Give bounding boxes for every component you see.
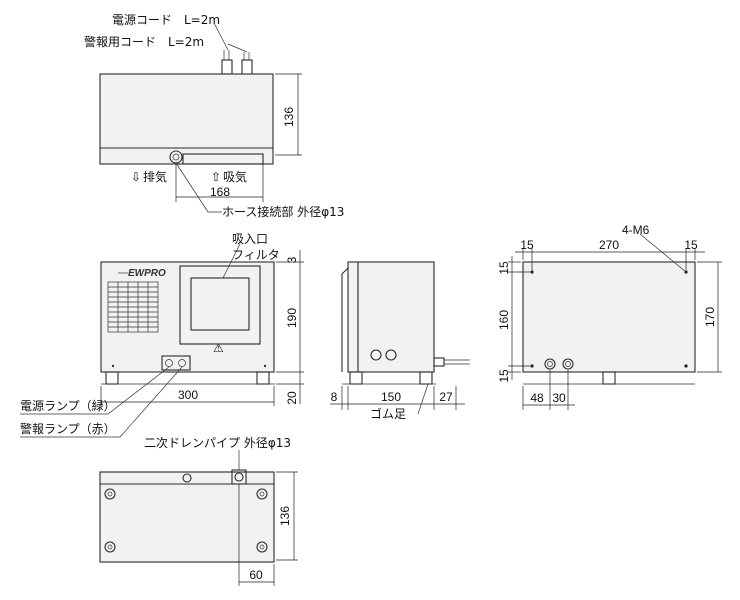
front-height-dim: 190 — [285, 308, 299, 328]
side-right-dim: 27 — [439, 390, 453, 404]
alarm-cord-label: 警報用コード L=2m — [84, 34, 204, 49]
drain-pipe-label: 二次ドレンパイプ 外径φ13 — [144, 436, 291, 450]
mount-holes-leader — [639, 233, 687, 273]
bottom-foot-tl — [104, 488, 116, 500]
exhaust-arrow-icon: ⇩ — [131, 170, 141, 184]
bottom-drain-dim: 60 — [249, 568, 263, 582]
rear-port-x1-dim: 48 — [530, 391, 544, 405]
filter-leader — [222, 243, 241, 279]
rear-margin-top-dim: 15 — [497, 261, 511, 275]
top-view: 電源コード L=2m 警報用コード L=2m 136 168 ⇩ 排気 ⇧ 吸気… — [84, 13, 344, 219]
exhaust-label: 排気 — [143, 169, 167, 184]
alarm-cord-line — [243, 52, 250, 60]
warning-triangle-icon: ⚠ — [213, 341, 224, 355]
alarm-cord-gland — [241, 59, 253, 75]
mount-hole-br — [684, 364, 688, 368]
side-view: 8 150 27 ゴム足 — [330, 261, 470, 421]
rear-height-dim: 170 — [703, 307, 717, 327]
power-lamp — [165, 359, 173, 367]
front-width-dim: 300 — [178, 388, 198, 402]
alarm-lamp-leader — [20, 366, 183, 438]
power-cord-gland — [221, 59, 233, 75]
power-cord-leader — [213, 22, 229, 51]
rear-margin-bottom-dim: 15 — [497, 369, 511, 383]
top-intake-dim: 168 — [210, 185, 230, 199]
alarm-cord-leader — [227, 43, 248, 53]
side-left-dim: 8 — [331, 390, 338, 404]
power-cord-label: 電源コード L=2m — [112, 13, 220, 27]
alarm-lamp — [178, 359, 186, 367]
rear-hole-pitch-x-dim: 270 — [599, 238, 619, 252]
top-body-outline — [99, 73, 274, 165]
bottom-foot-br — [256, 541, 268, 553]
rear-port-1 — [544, 358, 556, 370]
side-foot-left — [349, 371, 363, 385]
top-height-dim: 136 — [282, 107, 296, 127]
bottom-body-outline — [99, 471, 275, 563]
front-top-dim: 3 — [285, 256, 299, 263]
bottom-foot-bl — [104, 541, 116, 553]
side-port-2 — [385, 349, 397, 361]
side-hose-fitting — [433, 357, 445, 367]
power-cord-line — [223, 50, 230, 60]
louver-grille — [107, 281, 159, 333]
front-foot-right — [256, 371, 270, 385]
rear-port-2 — [562, 358, 574, 370]
side-depth-dim: 150 — [381, 390, 401, 404]
rear-hole-pitch-y-dim: 160 — [497, 310, 511, 330]
rubber-foot-label: ゴム足 — [370, 406, 406, 421]
rubber-foot-leader — [417, 383, 429, 415]
rear-view: 15 270 15 4-M6 15 160 15 170 48 30 — [497, 223, 722, 410]
hose-connector-inner — [172, 153, 180, 161]
front-foot-left — [105, 371, 119, 385]
rear-body-outline — [522, 261, 696, 373]
side-foot-right — [419, 371, 433, 385]
bottom-foot-tr — [256, 488, 268, 500]
side-port-1 — [370, 349, 382, 361]
mount-holes-label: 4-M6 — [622, 223, 650, 237]
mount-hole-tl — [530, 270, 534, 274]
filter-frame — [179, 265, 261, 345]
hose-leader — [175, 162, 222, 213]
intake-label: 吸気 — [223, 169, 247, 184]
rear-margin-left-dim: 15 — [520, 238, 534, 252]
logo-text: EWPRO — [128, 268, 166, 279]
bottom-view: 二次ドレンパイプ 外径φ13 136 60 — [99, 436, 298, 586]
power-lamp-leader — [20, 366, 170, 415]
intake-filter-label-2: フィルタ — [232, 248, 280, 262]
bottom-height-dim: 136 — [278, 506, 292, 526]
hose-connection-label: ホース接続部 外径φ13 — [222, 204, 344, 219]
alarm-lamp-label: 警報ランプ（赤） — [20, 421, 116, 436]
side-body-outline — [347, 261, 435, 373]
intake-filter — [190, 277, 250, 331]
front-view: EWPRO ⚠ 吸入口 フィルタ — [20, 232, 304, 438]
front-bottom-dim: 20 — [285, 391, 299, 405]
intake-filter-label-1: 吸入口 — [232, 232, 268, 246]
rear-port-x2-dim: 30 — [552, 391, 566, 405]
lamp-panel — [161, 355, 191, 371]
rear-margin-right-dim: 15 — [684, 238, 698, 252]
mount-hole-bl — [530, 364, 534, 368]
rear-foot — [602, 371, 616, 385]
bottom-foot-top-mid — [182, 473, 192, 483]
intake-arrow-icon: ⇧ — [211, 170, 221, 184]
top-intake-bracket — [182, 153, 264, 165]
power-lamp-label: 電源ランプ（緑） — [20, 398, 116, 413]
